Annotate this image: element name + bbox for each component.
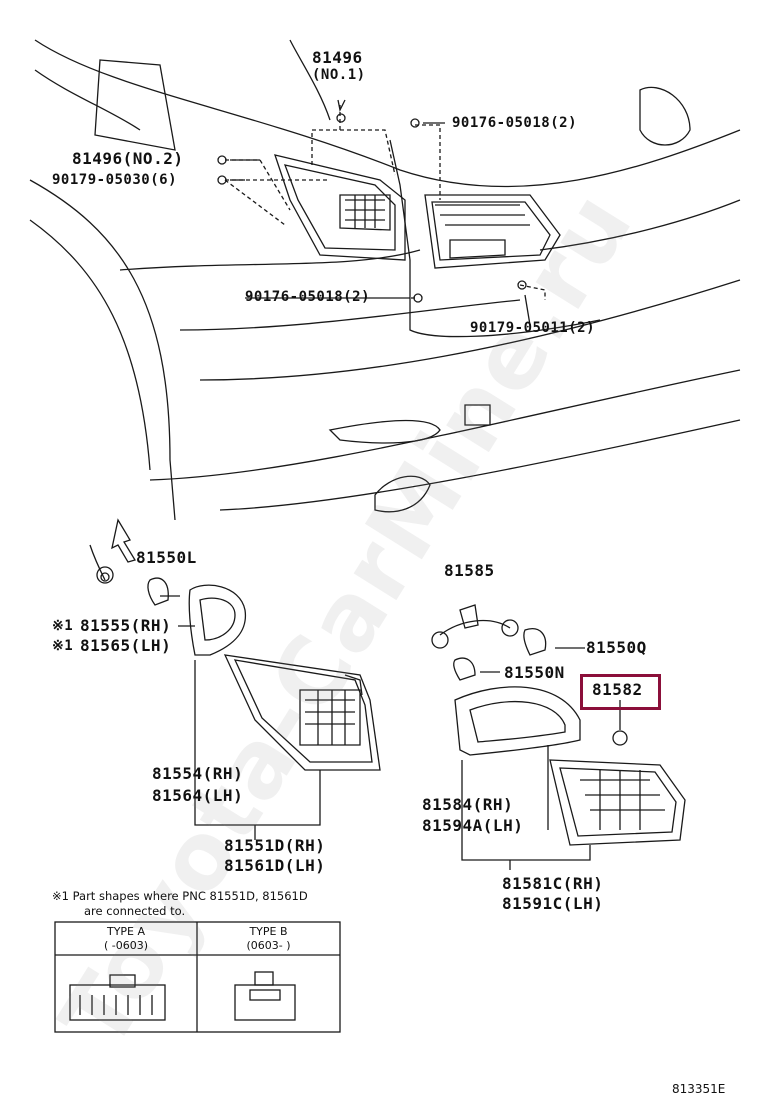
label-81555-rh: 81555(RH) — [80, 616, 172, 635]
upper-left-tail-lamp — [274, 154, 406, 261]
label-81550L: 81550L — [136, 548, 197, 567]
lower-right-assembly — [431, 604, 686, 870]
label-81550N: 81550N — [504, 663, 565, 682]
illustration-reference: 813351E — [672, 1082, 726, 1096]
label-81496: 81496 — [312, 48, 363, 67]
label-81584-rh: 81584(RH) — [422, 795, 514, 814]
label-81582[interactable]: 81582 — [592, 680, 643, 699]
label-81565-lh: 81565(LH) — [80, 636, 172, 655]
label-81581C-rh: 81581C(RH) — [502, 874, 604, 893]
label-90176-05018-lower: 90176-05018(2) — [245, 289, 371, 305]
lower-left-assembly — [89, 518, 381, 840]
label-81591C-lh: 81591C(LH) — [502, 894, 604, 913]
label-81551D-rh: 81551D(RH) — [224, 836, 326, 855]
label-90179-05011: 90179-05011(2) — [470, 320, 596, 336]
highlight-box-81582 — [580, 674, 661, 710]
upper-right-tail-lamp — [424, 194, 561, 269]
label-81564-lh: 81564(LH) — [152, 786, 244, 805]
type-b-range: (0603- ) — [246, 938, 291, 952]
type-b-label: TYPE B — [249, 925, 288, 938]
label-90179-05030: 90179-05030(6) — [52, 172, 178, 188]
connector-table — [54, 921, 341, 1033]
car-body-illustration — [29, 39, 741, 521]
note-mark-1: ※1 — [52, 618, 74, 634]
type-a-range: ( -0603) — [103, 938, 149, 952]
note-line-1: ※1 Part shapes where PNC 81551D, 81561D — [52, 889, 308, 903]
label-90176-05018-top: 90176-05018(2) — [452, 115, 578, 131]
type-a-header: TYPE A ( -0603) — [55, 925, 197, 953]
label-81585: 81585 — [444, 561, 495, 580]
label-81594A-lh: 81594A(LH) — [422, 816, 524, 835]
label-81550Q: 81550Q — [586, 638, 647, 657]
label-81561D-lh: 81561D(LH) — [224, 856, 326, 875]
label-81554-rh: 81554(RH) — [152, 764, 244, 783]
note-mark-2: ※1 — [52, 638, 74, 654]
label-no1: (NO.1) — [312, 67, 366, 83]
type-a-label: TYPE A — [106, 925, 146, 938]
type-b-header: TYPE B (0603- ) — [197, 925, 340, 953]
label-81496-no2: 81496(NO.2) — [72, 149, 184, 168]
note-line-2: are connected to. — [84, 904, 186, 918]
